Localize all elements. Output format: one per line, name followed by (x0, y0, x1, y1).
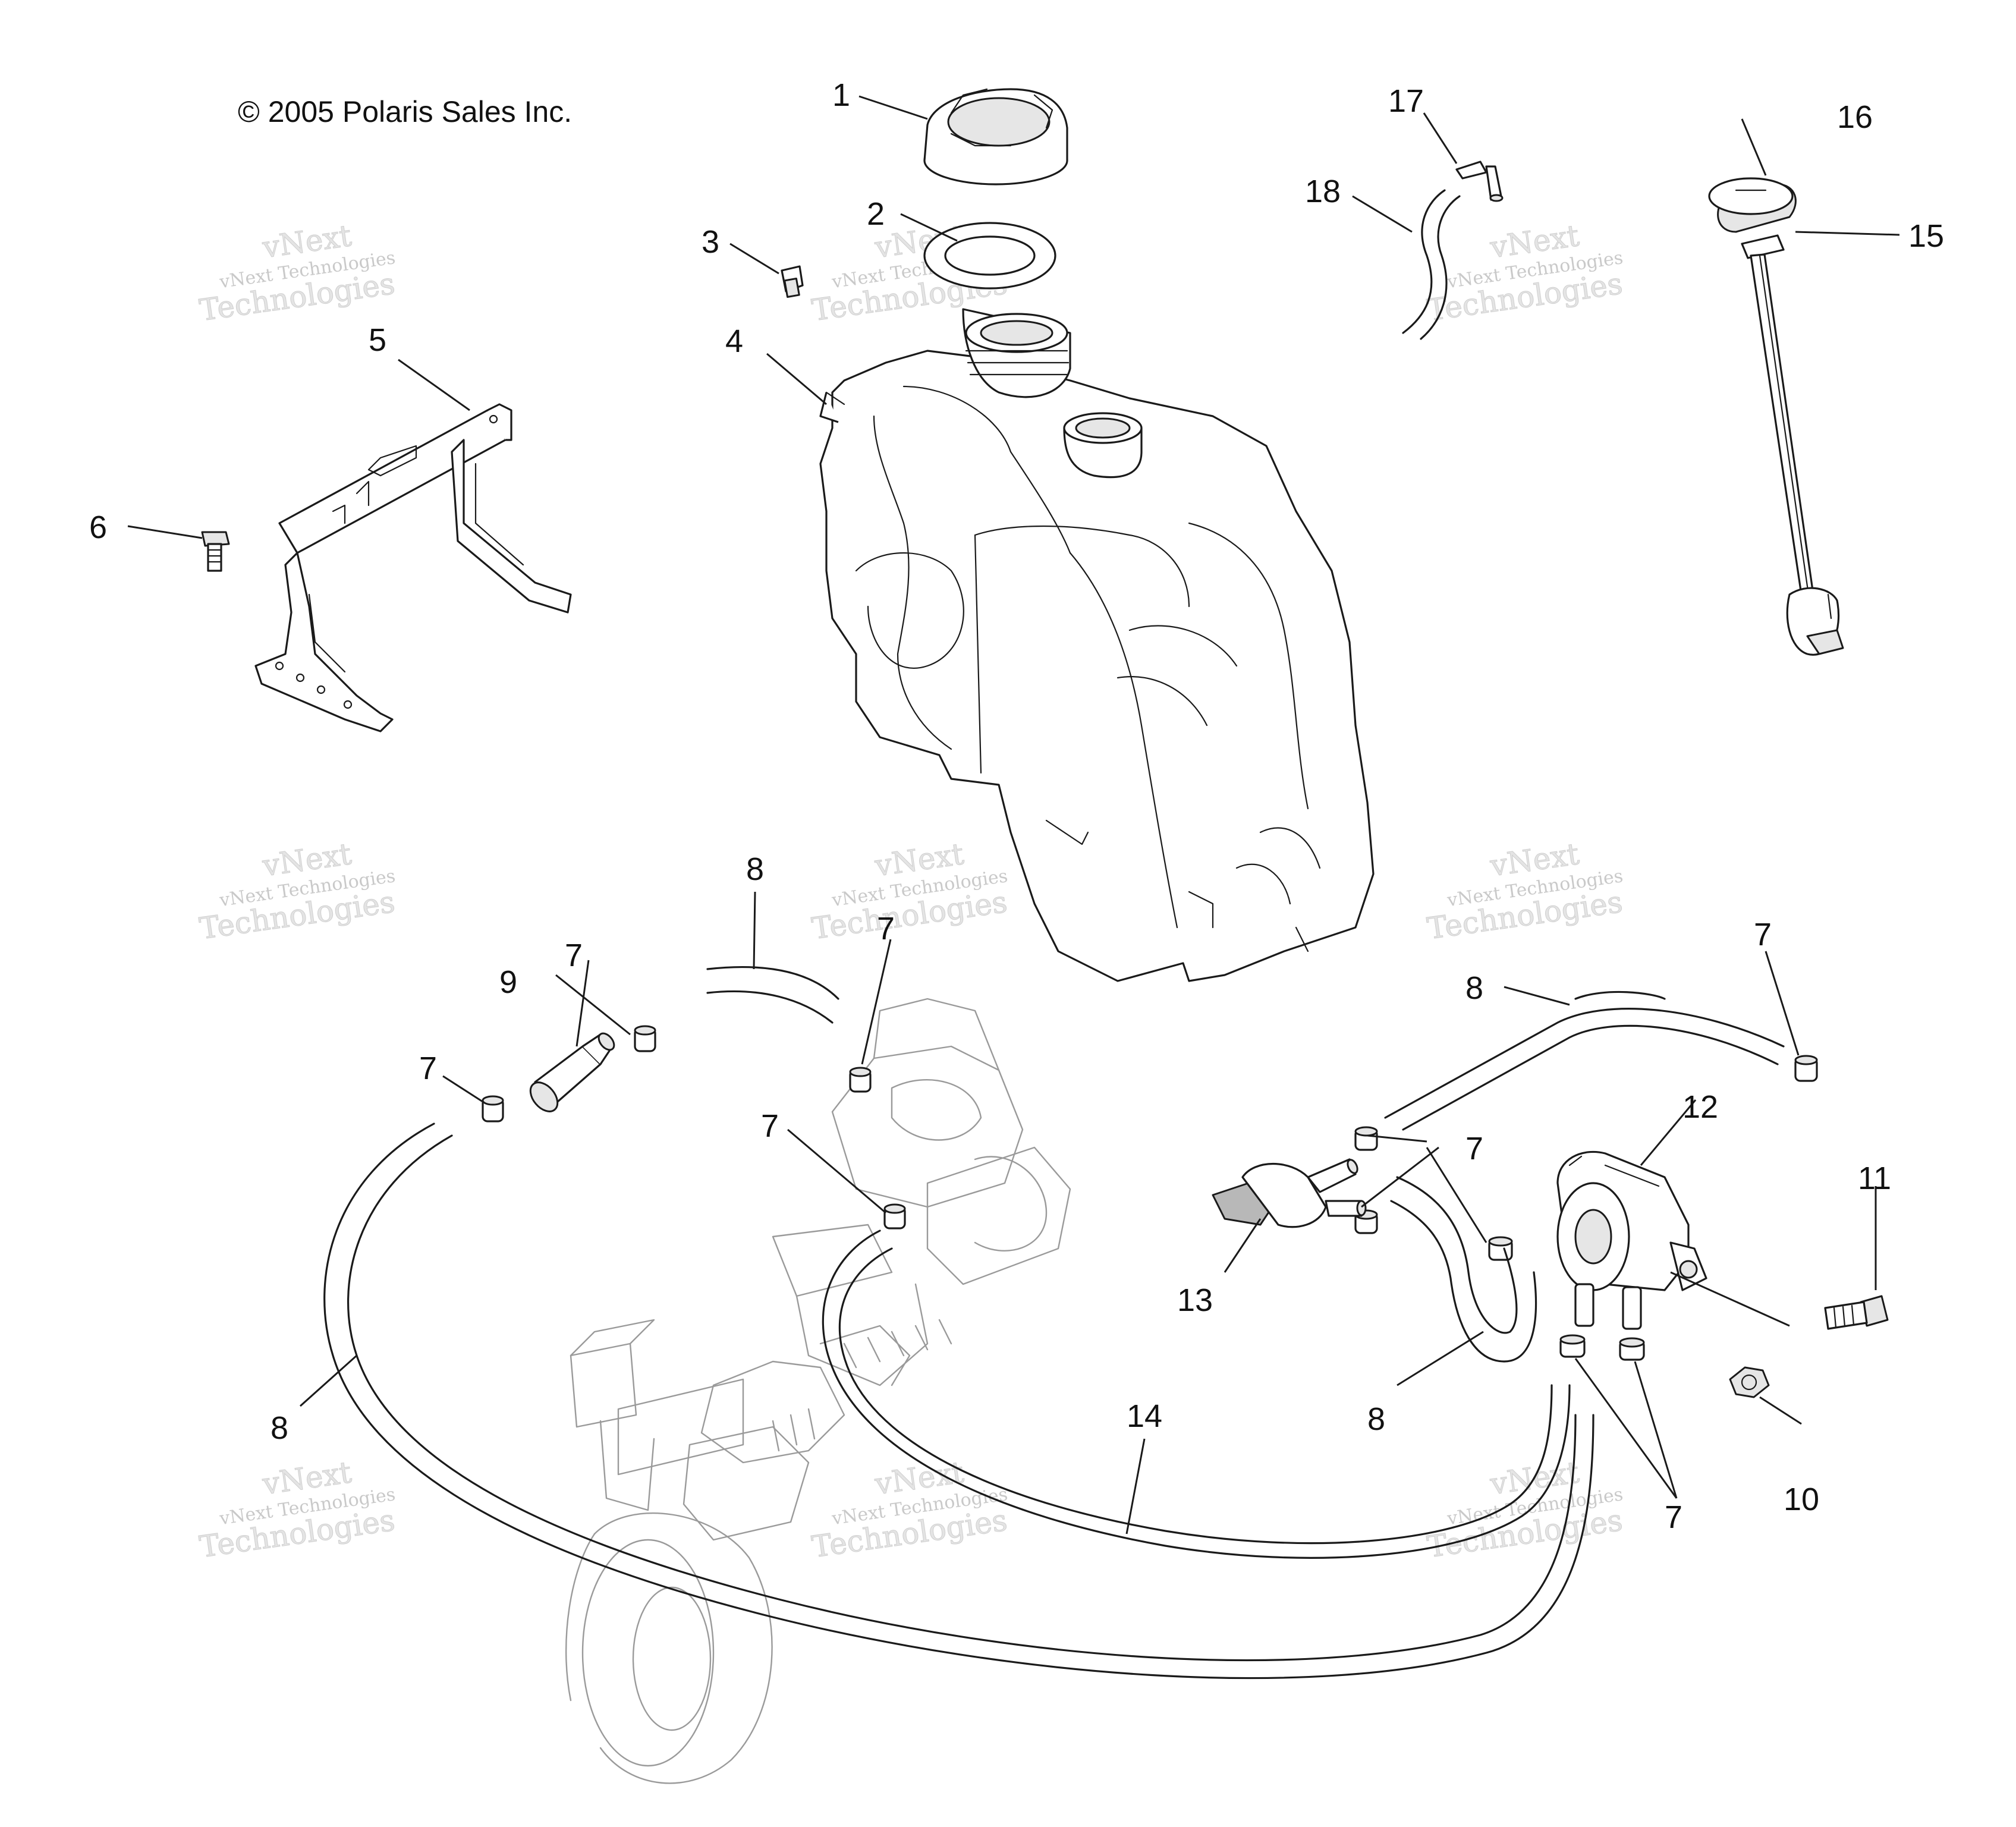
hose-clamp (1488, 1236, 1513, 1261)
watermark: vNext vNext Technologies Technologies (809, 837, 1009, 946)
callout-10: 10 (1784, 1482, 1819, 1517)
hose-clamp (849, 1067, 872, 1093)
bracket-bolt (201, 531, 230, 572)
hose-clamp (1619, 1337, 1645, 1361)
hex-nut (1729, 1366, 1770, 1398)
callout-8d: 8 (271, 1410, 288, 1446)
watermark: vNext vNext Technologies Technologies (1424, 218, 1625, 328)
callout-11: 11 (1858, 1161, 1891, 1196)
watermark: vNext vNext Technologies Technologies (809, 1455, 1009, 1565)
callout-13: 13 (1177, 1282, 1213, 1318)
callout-7b: 7 (419, 1051, 437, 1086)
hose-clamp (482, 1095, 504, 1122)
callout-17: 17 (1388, 83, 1424, 119)
callout-5: 5 (369, 322, 386, 358)
callout-7f: 7 (1465, 1131, 1483, 1166)
fuel-pump (1556, 1150, 1707, 1330)
callout-15: 15 (1908, 218, 1944, 254)
hose-clamp (1794, 1055, 1818, 1082)
callout-8c: 8 (1367, 1401, 1385, 1437)
pump-bolt (1824, 1295, 1889, 1330)
watermark: vNext vNext Technologies Technologies (197, 837, 397, 946)
inline-fuel-filter (529, 1032, 615, 1112)
callout-6: 6 (89, 510, 107, 545)
cap-gasket (923, 222, 1056, 290)
watermark: vNext vNext Technologies Technologies (1424, 837, 1625, 946)
fuel-hose-right (1384, 990, 1785, 1131)
fuel-shutoff-valve (1212, 1158, 1367, 1228)
callout-7c: 7 (877, 911, 895, 946)
callout-1: 1 (832, 77, 850, 113)
tank-bracket (254, 403, 572, 732)
watermark: vNext vNext Technologies Technologies (197, 218, 397, 328)
engine-carburetor-reference (565, 998, 1071, 1784)
hose-clamp (1559, 1334, 1586, 1358)
fuel-cap (923, 88, 1068, 185)
hose-clamp (1354, 1126, 1378, 1151)
tank-screw (781, 265, 804, 298)
callout-3: 3 (702, 224, 719, 260)
copyright-notice: © 2005 Polaris Sales Inc. (238, 95, 572, 128)
fuel-tank (819, 308, 1375, 982)
callout-7d: 7 (761, 1108, 779, 1144)
callout-2: 2 (867, 196, 885, 232)
watermark: vNext vNext Technologies Technologies (1424, 1455, 1625, 1565)
fuel-hose-short (706, 966, 839, 1024)
callout-9: 9 (499, 964, 517, 1000)
callout-4: 4 (725, 323, 743, 359)
callout-7e: 7 (1754, 917, 1772, 952)
callout-14: 14 (1127, 1398, 1162, 1434)
callout-16: 16 (1837, 99, 1873, 135)
leader-lines (127, 95, 1900, 1534)
fuel-level-sender (1708, 177, 1844, 656)
fuel-hose-14 (822, 1229, 1571, 1559)
vent-hose (1402, 189, 1461, 340)
callout-7a: 7 (565, 938, 583, 973)
vent-elbow-fitting (1455, 161, 1504, 202)
hose-clamp (634, 1025, 656, 1052)
callout-8b: 8 (1465, 970, 1483, 1006)
watermark: vNext vNext Technologies Technologies (197, 1455, 397, 1565)
callout-18: 18 (1305, 174, 1341, 209)
callout-12: 12 (1682, 1089, 1718, 1125)
callout-labels: 1 2 3 4 5 6 7 7 7 7 7 7 7 8 8 8 8 9 10 1… (89, 77, 1944, 1535)
hose-clamp (883, 1203, 906, 1229)
callout-8a: 8 (746, 851, 764, 887)
callout-7g: 7 (1665, 1499, 1682, 1535)
fuel-hose-long-left (323, 1122, 1594, 1680)
